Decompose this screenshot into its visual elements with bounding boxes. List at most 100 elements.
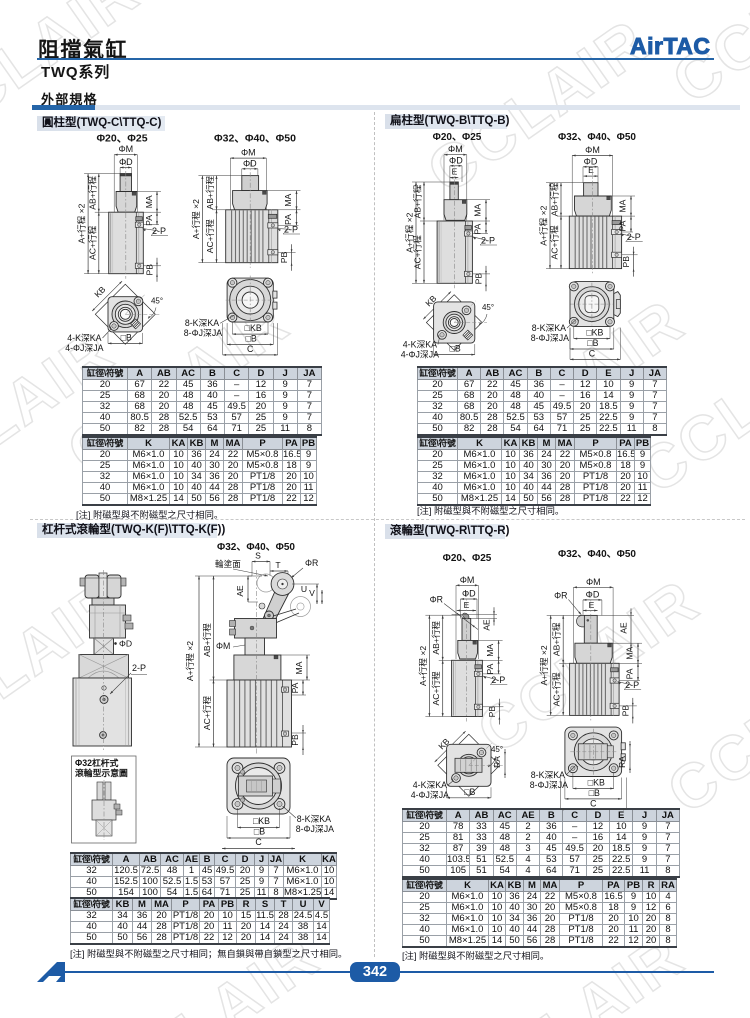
svg-text:A+行程 ×2: A+行程 ×2	[417, 646, 428, 686]
svg-text:ΦR: ΦR	[305, 558, 318, 568]
svg-text:□KB: □KB	[588, 778, 605, 788]
svg-text:AB+行程: AB+行程	[86, 176, 97, 210]
svg-text:MA: MA	[625, 646, 635, 659]
svg-text:4-K深KA: 4-K深KA	[413, 780, 447, 790]
svg-text:8-ΦJ深JA: 8-ΦJ深JA	[530, 780, 568, 790]
svg-text:AB+行程: AB+行程	[430, 621, 441, 655]
svg-text:□KB: □KB	[253, 816, 270, 826]
svg-text:PA: PA	[283, 214, 293, 225]
svg-text:Φ32、Φ40、Φ50: Φ32、Φ40、Φ50	[217, 542, 295, 553]
svg-text:PA: PA	[473, 224, 483, 235]
svg-text:ΦD: ΦD	[586, 589, 600, 599]
svg-text:C: C	[590, 798, 597, 808]
svg-text:E: E	[589, 600, 595, 610]
svg-text:□B: □B	[121, 332, 132, 342]
svg-text:A+行程 ×2: A+行程 ×2	[538, 205, 549, 245]
svg-text:PA: PA	[625, 668, 635, 679]
svg-text:MA: MA	[473, 204, 483, 217]
svg-text:A+行程 ×2: A+行程 ×2	[190, 199, 201, 239]
svg-text:AE: AE	[482, 619, 492, 631]
svg-text:2-P: 2-P	[481, 236, 495, 246]
svg-text:□B: □B	[587, 338, 598, 348]
svg-text:C: C	[247, 344, 254, 354]
svg-text:□B: □B	[450, 344, 461, 354]
svg-text:A+行程 ×2: A+行程 ×2	[538, 645, 549, 685]
svg-text:□B: □B	[254, 827, 265, 837]
svg-text:45°: 45°	[482, 303, 494, 312]
svg-text:MA: MA	[485, 644, 495, 657]
svg-text:U: U	[301, 584, 307, 594]
svg-text:ΦM: ΦM	[460, 575, 475, 585]
svg-text:ΦD: ΦD	[119, 639, 132, 649]
svg-text:2-P: 2-P	[284, 225, 298, 235]
svg-text:8-K深KA: 8-K深KA	[185, 318, 219, 328]
svg-text:A+行程 ×2: A+行程 ×2	[184, 641, 195, 681]
svg-text:AC+行程: AC+行程	[86, 225, 97, 260]
svg-text:AB+行程: AB+行程	[201, 623, 212, 657]
svg-text:AC+行程: AC+行程	[549, 225, 560, 260]
svg-text:4-ΦJ深JA: 4-ΦJ深JA	[411, 790, 449, 800]
svg-text:V: V	[309, 588, 315, 598]
svg-text:□B: □B	[464, 787, 475, 797]
svg-text:ΦM: ΦM	[216, 641, 230, 651]
svg-text:KB: KB	[92, 284, 107, 299]
svg-text:PA: PA	[144, 215, 154, 226]
svg-text:8-ΦJ深JA: 8-ΦJ深JA	[531, 333, 569, 343]
svg-text:□KB: □KB	[245, 323, 262, 333]
svg-text:Φ32杠杆式: Φ32杠杆式	[75, 757, 119, 768]
svg-text:ΦM: ΦM	[586, 577, 601, 587]
svg-text:Φ20、Φ25: Φ20、Φ25	[433, 132, 482, 143]
svg-text:Φ32、Φ40、Φ50: Φ32、Φ40、Φ50	[558, 132, 636, 143]
svg-text:AE: AE	[235, 585, 245, 597]
svg-text:2-P: 2-P	[491, 675, 505, 685]
svg-text:ΦD: ΦD	[449, 155, 463, 165]
svg-text:AB+行程: AB+行程	[204, 175, 215, 209]
svg-text:PB: PB	[474, 273, 484, 285]
svg-text:AC+行程: AC+行程	[412, 235, 423, 270]
svg-text:ΦD: ΦD	[584, 156, 598, 166]
svg-text:PA: PA	[618, 220, 628, 231]
svg-text:4-K深KA: 4-K深KA	[67, 333, 101, 343]
svg-text:PB: PB	[279, 252, 289, 264]
svg-text:PB: PB	[620, 705, 630, 717]
svg-text:PB: PB	[621, 256, 631, 268]
svg-text:A+行程 ×2: A+行程 ×2	[404, 212, 415, 252]
svg-text:AE: AE	[619, 622, 629, 634]
svg-text:C: C	[255, 837, 262, 847]
svg-text:ΦM: ΦM	[585, 145, 600, 155]
svg-text:S: S	[255, 551, 261, 561]
svg-text:AC+行程: AC+行程	[551, 672, 562, 707]
svg-text:□B: □B	[589, 788, 600, 798]
svg-text:E: E	[588, 165, 594, 175]
svg-text:PB: PB	[290, 734, 300, 746]
svg-text:AC+行程: AC+行程	[204, 219, 215, 254]
svg-text:輪塗面: 輪塗面	[215, 558, 241, 569]
svg-text:2-P: 2-P	[152, 226, 166, 236]
svg-text:4-ΦJ深JA: 4-ΦJ深JA	[65, 343, 103, 353]
svg-text:Φ32、Φ40、Φ50: Φ32、Φ40、Φ50	[214, 133, 296, 145]
svg-text:4-K深KA: 4-K深KA	[403, 340, 437, 350]
svg-text:□B: □B	[246, 334, 257, 344]
svg-text:MA: MA	[618, 199, 628, 212]
svg-text:Φ20、Φ25: Φ20、Φ25	[96, 133, 147, 145]
svg-text:AC+行程: AC+行程	[201, 696, 212, 731]
svg-text:□KB: □KB	[586, 328, 603, 338]
svg-text:8-ΦJ深JA: 8-ΦJ深JA	[296, 824, 334, 834]
svg-text:2-P: 2-P	[625, 680, 639, 690]
svg-text:T: T	[275, 560, 281, 570]
svg-text:8-K深KA: 8-K深KA	[297, 814, 331, 824]
svg-text:A+行程 ×2: A+行程 ×2	[76, 203, 87, 243]
svg-text:Φ32、Φ40、Φ50: Φ32、Φ40、Φ50	[558, 549, 636, 560]
svg-text:ΦR: ΦR	[554, 591, 567, 601]
svg-text:4-ΦJ深JA: 4-ΦJ深JA	[401, 350, 439, 360]
svg-text:8-K深KA: 8-K深KA	[532, 323, 566, 333]
svg-text:ΦR: ΦR	[430, 595, 443, 605]
svg-text:AB+行程: AB+行程	[551, 622, 562, 656]
svg-text:ΦM: ΦM	[241, 148, 256, 158]
svg-text:MA: MA	[144, 195, 154, 208]
svg-text:AB+行程: AB+行程	[549, 182, 560, 216]
svg-text:RA: RA	[492, 756, 502, 768]
svg-text:45°: 45°	[151, 297, 163, 306]
svg-text:C: C	[589, 348, 596, 358]
svg-text:ΦM: ΦM	[448, 144, 463, 154]
